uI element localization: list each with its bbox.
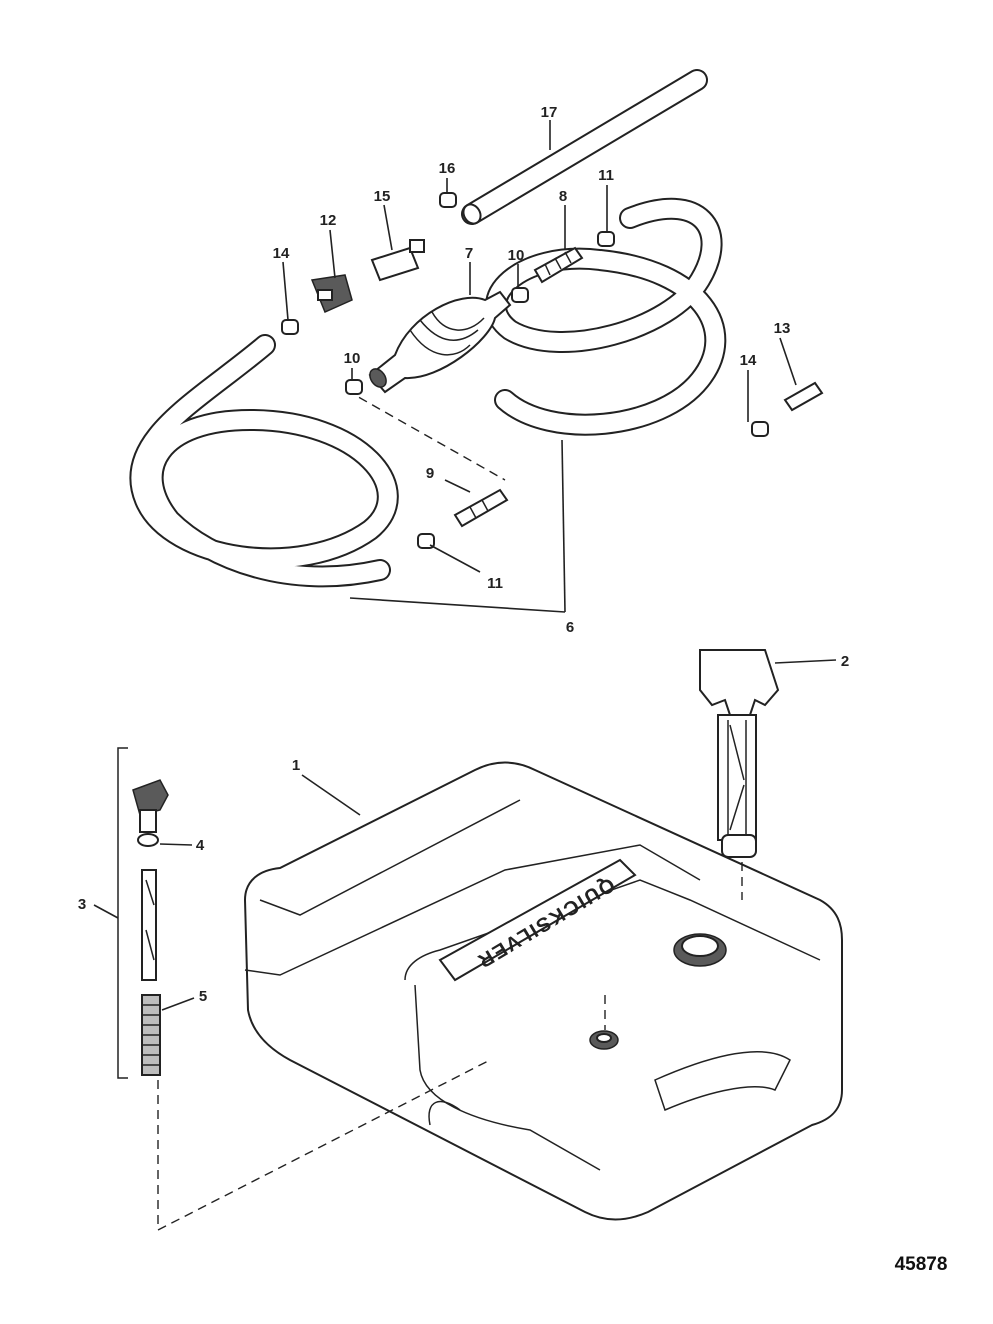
callout-11: 11 (598, 167, 614, 184)
callout-1: 1 (292, 757, 300, 774)
callout-14: 14 (273, 245, 290, 262)
tank-logo-plate (438, 858, 637, 982)
part-17-fuel-hose (461, 69, 708, 225)
part-11-clamp (417, 533, 435, 549)
part-6-left-fuel-hose (129, 334, 399, 588)
callout-11: 11 (487, 575, 503, 592)
callout-16: 16 (439, 160, 456, 177)
part-1-fuel-tank: QUICKSILVER (243, 761, 843, 1221)
callout-17: 17 (541, 104, 558, 121)
callout-2: 2 (841, 653, 849, 670)
callout-8: 8 (559, 188, 567, 205)
part-8-fitting (533, 246, 584, 284)
part-12-connector (310, 274, 353, 313)
hose-clamps (281, 192, 769, 549)
part-4-o-ring (137, 833, 159, 847)
callout-10: 10 (508, 247, 525, 264)
document-number: 45878 (895, 1254, 948, 1275)
part-13-fitting (783, 381, 824, 412)
part-16-clamp (439, 192, 457, 208)
part-11-clamp (597, 231, 615, 247)
callout-6: 6 (566, 619, 574, 636)
callout-10: 10 (344, 350, 361, 367)
alignment-lines (157, 862, 743, 1232)
callout-15: 15 (374, 188, 391, 205)
part-14-clamp (281, 319, 299, 335)
callout-3: 3 (78, 896, 86, 913)
part-15-connector (370, 239, 425, 282)
callout-labels: 17 16 15 12 14 7 10 8 11 10 14 13 9 11 6… (78, 104, 849, 1005)
part-7-primer-bulb (368, 290, 512, 394)
callout-5: 5 (199, 988, 207, 1005)
part-10-clamp (511, 287, 529, 303)
callout-13: 13 (774, 320, 791, 337)
callout-14: 14 (740, 352, 757, 369)
callout-12: 12 (320, 212, 337, 229)
part-2-fuel-gauge (699, 649, 780, 858)
tank-handle (654, 1050, 791, 1112)
leader-lines (93, 120, 837, 1011)
part-9-fitting (345, 389, 509, 528)
part-14-clamp (751, 421, 769, 437)
callout-4: 4 (196, 837, 205, 854)
callout-9: 9 (426, 465, 434, 482)
part-3-pickup-assembly (117, 747, 169, 1079)
callout-7: 7 (465, 245, 473, 262)
part-10-clamp (345, 379, 363, 395)
